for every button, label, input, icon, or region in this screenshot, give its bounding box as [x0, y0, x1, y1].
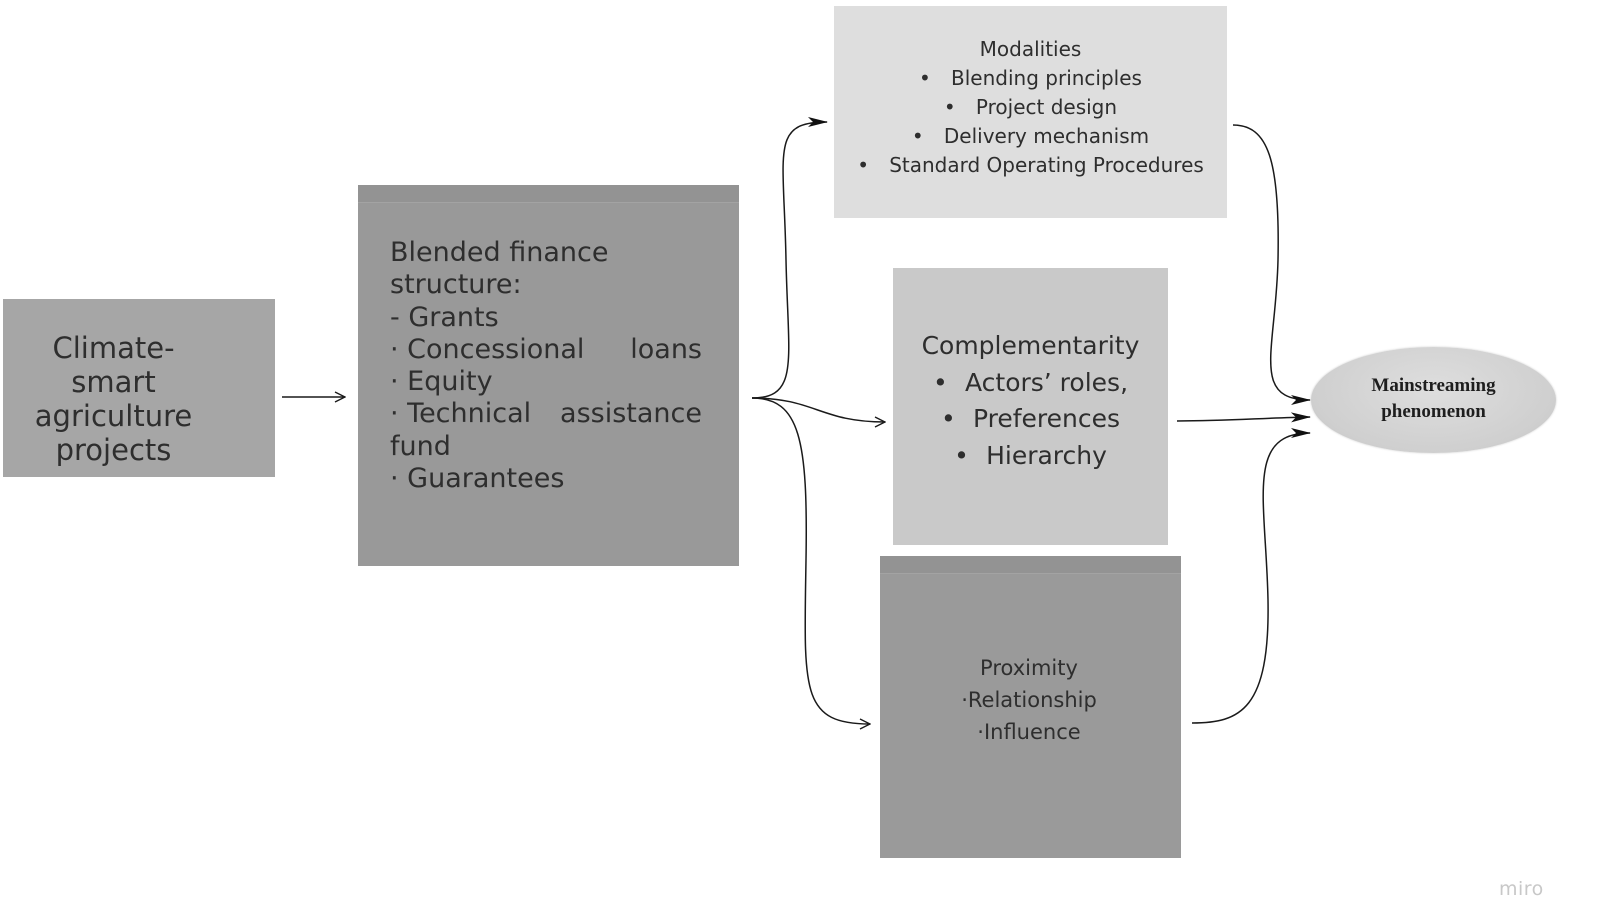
node-complementarity[interactable]: Complementarity •Actors’ roles, •Prefere… — [893, 268, 1168, 545]
bullet-icon: • — [857, 153, 869, 177]
arrow-proximity-to-outcome — [1191, 428, 1311, 724]
node-climate-smart-agriculture[interactable]: Climate-smart agriculture projects — [3, 299, 275, 477]
bullet-icon: • — [932, 367, 948, 397]
node-csa-text: Climate-smart agriculture projects — [11, 331, 216, 467]
blended-finance-text: Blended finance structure: - Grants · Co… — [390, 237, 702, 495]
node-modalities[interactable]: Modalities •Blending principles •Project… — [834, 6, 1227, 218]
complementarity-list: Complementarity •Actors’ roles, •Prefere… — [893, 328, 1168, 474]
blended-finance-item: · Equity — [390, 366, 493, 398]
item-word: · Concessional — [390, 333, 585, 365]
modalities-item: •Project design — [834, 93, 1227, 122]
bullet-icon: • — [940, 404, 956, 433]
csa-line: projects — [55, 433, 172, 467]
outcome-text: Mainstreaming phenomenon — [1311, 373, 1556, 425]
bullet-icon: • — [943, 95, 956, 119]
note-header-band — [358, 185, 739, 203]
outcome-line: Mainstreaming — [1371, 375, 1496, 396]
modalities-item: •Delivery mechanism — [834, 122, 1227, 151]
blended-finance-item: · Concessional loans — [390, 334, 702, 366]
complementarity-title: Complementarity — [921, 331, 1140, 360]
node-proximity[interactable]: Proximity ·Relationship ·Influence — [880, 556, 1181, 858]
blended-finance-item: fund — [390, 430, 451, 462]
complementarity-item: •Preferences — [893, 401, 1168, 438]
item-word: loans — [630, 333, 702, 365]
arrow-modalities-to-outcome — [1232, 124, 1311, 405]
proximity-list: Proximity ·Relationship ·Influence — [877, 652, 1181, 748]
modalities-item: •Standard Operating Procedures — [834, 151, 1227, 180]
modalities-item: •Blending principles — [834, 64, 1227, 93]
blended-finance-item: · Technical assistance — [390, 398, 702, 430]
note-header-band — [880, 556, 1181, 574]
modalities-list: Modalities •Blending principles •Project… — [834, 35, 1227, 180]
complementarity-item: •Hierarchy — [893, 438, 1168, 475]
proximity-item: ·Relationship — [961, 688, 1097, 712]
arrow-blended-to-proximity — [751, 397, 870, 724]
node-blended-finance-structure[interactable]: Blended finance structure: - Grants · Co… — [358, 185, 739, 566]
item-word: assistance — [560, 398, 702, 430]
blended-finance-title: structure: — [390, 269, 522, 301]
bullet-icon: • — [911, 124, 924, 148]
complementarity-item: •Actors’ roles, — [893, 365, 1168, 402]
proximity-title: Proximity — [980, 656, 1078, 680]
arrow-blended-to-complementarity — [751, 397, 885, 422]
blended-finance-item: · Guarantees — [390, 463, 565, 495]
bullet-icon: • — [919, 66, 931, 90]
arrow-complementarity-to-outcome — [1176, 412, 1311, 423]
csa-line: Climate-smart — [52, 331, 175, 399]
arrow-blended-to-modalities — [751, 117, 828, 399]
outcome-line: phenomenon — [1381, 401, 1486, 422]
proximity-item: ·Influence — [977, 720, 1081, 744]
csa-line: agriculture — [34, 399, 193, 433]
miro-logo: miro — [1499, 878, 1544, 900]
item-word: · Technical — [390, 398, 532, 430]
modalities-title: Modalities — [979, 37, 1082, 61]
blended-finance-title: Blended finance — [390, 237, 609, 268]
blended-finance-item: - Grants — [390, 301, 499, 333]
node-mainstreaming-phenomenon[interactable]: Mainstreaming phenomenon — [1311, 347, 1556, 453]
bullet-icon: • — [954, 440, 969, 470]
